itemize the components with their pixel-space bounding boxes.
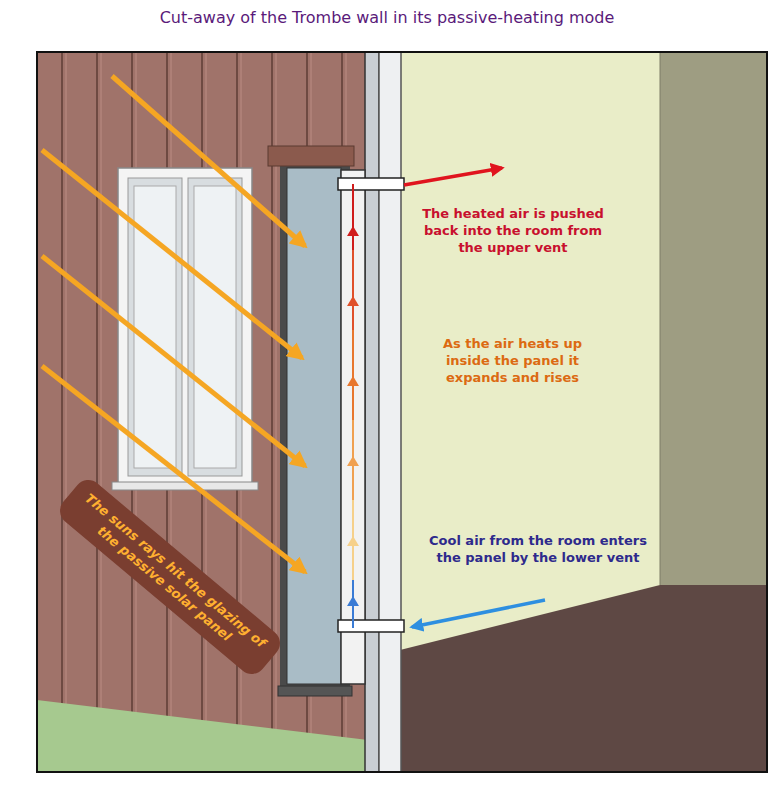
window-glass: [194, 186, 236, 468]
air-flow-head: [347, 376, 359, 386]
air-flow-head: [347, 456, 359, 466]
wall-section: [379, 52, 401, 772]
warm-air-arrow: [404, 168, 502, 185]
air-flow-head: [347, 296, 359, 306]
exterior-siding: [37, 52, 368, 772]
air-flow-head: [347, 226, 359, 236]
air-flow-head: [347, 536, 359, 546]
sun-ray-arrow: [42, 366, 305, 572]
flow-note: As the air heats up inside the panel it …: [420, 335, 605, 386]
air-flow: [352, 184, 354, 250]
flow-note: Cool air from the room enters the panel …: [418, 532, 658, 566]
diagram-title: Cut-away of the Trombe wall in its passi…: [0, 8, 774, 27]
air-flow: [352, 250, 354, 330]
cool-air-arrow: [412, 600, 545, 627]
sun-ray-arrow: [42, 150, 302, 358]
window-sash: [188, 178, 242, 476]
siding-highlight: [66, 52, 67, 772]
sun-ray-arrow: [42, 256, 305, 466]
panel-glazing: [287, 168, 341, 684]
lower-vent: [338, 620, 404, 632]
wall-section: [365, 52, 379, 772]
air-flow: [352, 330, 354, 420]
panel-frame: [280, 158, 350, 693]
panel-cap: [268, 146, 354, 166]
picture-frame: [37, 52, 767, 772]
wall-corner: [660, 52, 661, 585]
side-wall: [660, 52, 767, 585]
sun-ray-arrow: [112, 76, 305, 246]
air-channel: [341, 170, 365, 684]
panel-base: [278, 686, 352, 696]
air-flow-head: [347, 596, 359, 606]
upper-vent: [338, 178, 404, 190]
ground: [37, 700, 368, 772]
siding-groove: [61, 52, 63, 772]
floor: [400, 585, 767, 772]
flow-note: The heated air is pushed back into the r…: [418, 205, 608, 256]
window-sill: [112, 482, 258, 490]
